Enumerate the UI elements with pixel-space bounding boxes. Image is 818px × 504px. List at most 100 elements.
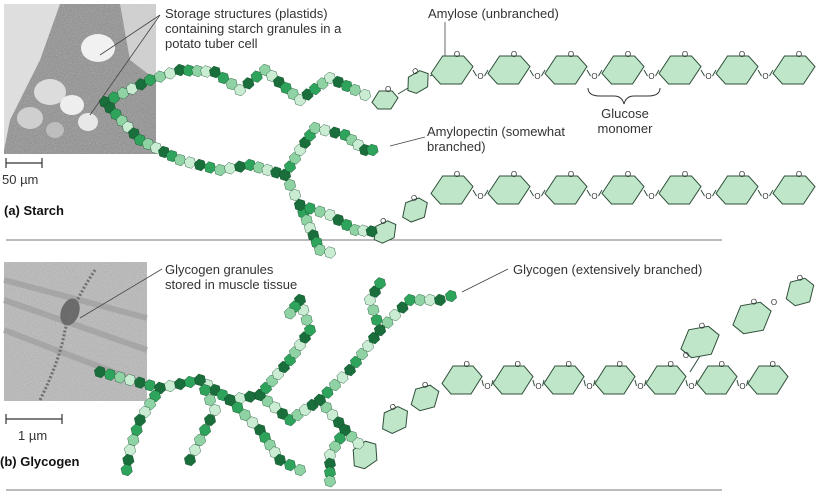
- glycosidic-oxygen: O: [705, 72, 711, 81]
- glucose-ring: O: [373, 216, 397, 244]
- svg-text:O: O: [568, 50, 574, 59]
- glucose-bead: [204, 393, 216, 407]
- glucose-bead: [359, 88, 371, 102]
- glycosidic-oxygen: O: [477, 72, 483, 81]
- glucose-ring: O: [544, 50, 588, 85]
- glucose-ring: O: [492, 360, 534, 395]
- polymer-bead-layer: [94, 63, 457, 488]
- glucose-bead: [239, 408, 251, 422]
- glucose-ring: O: [715, 50, 759, 85]
- glucose-bead: [134, 376, 146, 389]
- glycosidic-bond-lines: [397, 69, 774, 387]
- glucose-bead: [127, 433, 140, 447]
- svg-text:O: O: [682, 50, 688, 59]
- glucose-bead: [217, 71, 230, 85]
- glucose-bead: [294, 463, 306, 477]
- glucose-bead: [304, 202, 316, 215]
- glucose-ring: O: [601, 50, 645, 85]
- glucose-bead: [284, 178, 296, 192]
- glucose-bead: [289, 188, 301, 202]
- glucose-bead: [339, 423, 351, 437]
- glucose-bead: [94, 365, 106, 379]
- glucose-ring: O: [772, 170, 816, 205]
- glucose-bead: [324, 475, 336, 488]
- svg-text:O: O: [379, 216, 388, 227]
- glucose-bead: [329, 440, 341, 453]
- svg-text:O: O: [454, 170, 460, 179]
- glucose-ring: O: [430, 50, 474, 85]
- glucose-bead: [284, 458, 296, 472]
- glycogen-micrograph: [2, 262, 149, 401]
- glucose-ring: O: [747, 360, 789, 395]
- glucose-bead: [434, 293, 446, 307]
- svg-text:O: O: [625, 50, 631, 59]
- glucose-bead: [154, 70, 166, 83]
- glycosidic-oxygen: O: [534, 72, 540, 81]
- glucose-bead: [124, 443, 136, 457]
- glucose-ring: O: [772, 50, 816, 85]
- glucose-bead: [174, 63, 186, 77]
- glycosidic-oxygen: O: [591, 192, 597, 201]
- glucose-bead: [304, 323, 316, 337]
- svg-text:O: O: [796, 170, 802, 179]
- glucose-bead: [194, 373, 206, 387]
- svg-text:O: O: [719, 360, 725, 369]
- glucose-bead: [294, 198, 306, 212]
- glucose-bead: [244, 390, 256, 403]
- glucose-bead: [209, 403, 221, 417]
- svg-text:O: O: [385, 85, 391, 94]
- starch-micrograph-note: Storage structures (plastids) containing…: [165, 6, 342, 51]
- glucose-bead: [424, 293, 436, 307]
- glycosidic-oxygen: O: [762, 72, 768, 81]
- glucose-bead: [349, 83, 361, 97]
- svg-text:O: O: [511, 50, 517, 59]
- glucose-bead: [209, 65, 221, 79]
- glucose-bead: [374, 323, 386, 337]
- glucose-bead: [365, 225, 378, 238]
- glucose-bead: [191, 64, 204, 78]
- glucose-bead: [244, 158, 256, 172]
- glycosidic-oxygen: O: [535, 382, 541, 391]
- glycosidic-oxygen: O: [534, 192, 540, 201]
- svg-text:O: O: [796, 273, 804, 283]
- glucose-bead: [352, 437, 365, 450]
- svg-text:O: O: [410, 193, 419, 204]
- glucose-bead: [252, 161, 265, 174]
- glucose-bead: [164, 379, 176, 393]
- glucose-bead: [357, 224, 370, 237]
- glucose-bead: [154, 381, 166, 395]
- glycosidic-oxygen: O: [739, 382, 745, 391]
- glucose-bead: [204, 413, 216, 427]
- starch-scale-bar: [5, 158, 43, 168]
- starch-section-title: (a) Starch: [4, 203, 64, 218]
- svg-text:O: O: [770, 360, 776, 369]
- glucose-ring: O: [487, 170, 531, 205]
- glucose-bead: [224, 393, 236, 407]
- glucose-bead: [284, 307, 296, 320]
- svg-text:O: O: [464, 360, 470, 369]
- glucose-ring: O: [696, 360, 738, 395]
- svg-text:O: O: [617, 360, 623, 369]
- glucose-bead: [300, 313, 313, 327]
- glucose-bead: [374, 277, 386, 290]
- glucose-ring: O: [487, 50, 531, 85]
- glucose-ring: O: [543, 360, 585, 395]
- glucose-bead: [314, 243, 326, 257]
- glucose-ring: O: [407, 66, 429, 94]
- glycogen-label: Glycogen (extensively branched): [513, 262, 703, 277]
- glucose-monomer-label: Glucose monomer: [597, 106, 653, 136]
- svg-text:O: O: [625, 170, 631, 179]
- glucose-bead: [274, 453, 286, 467]
- glycosidic-oxygen: O: [477, 192, 483, 201]
- glucose-ring: O: [410, 380, 440, 412]
- glycogen-scale-label: 1 µm: [18, 428, 48, 443]
- glucose-bead: [174, 153, 186, 167]
- glycogen-micrograph-note: Glycogen granules stored in muscle tissu…: [165, 262, 298, 292]
- svg-text:O: O: [739, 170, 745, 179]
- glucose-bead: [184, 453, 196, 467]
- glucose-bead: [261, 163, 274, 177]
- svg-text:O: O: [388, 402, 397, 413]
- glucose-bead: [174, 377, 186, 391]
- glucose-bead: [445, 289, 457, 303]
- glucose-ring: O: [371, 85, 399, 110]
